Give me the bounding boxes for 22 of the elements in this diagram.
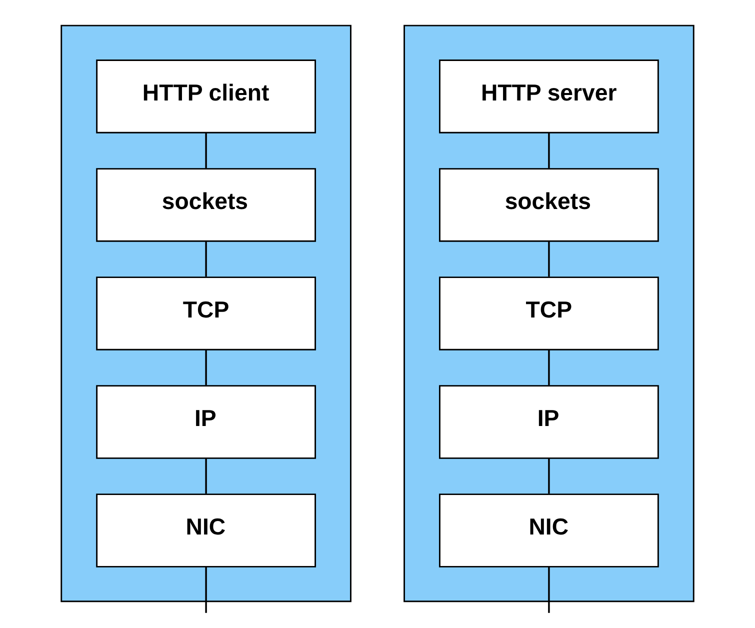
node-box: IP <box>96 385 316 459</box>
node-box: IP <box>439 385 659 459</box>
node-box: HTTP client <box>96 60 316 134</box>
node-box: HTTP server <box>439 60 659 134</box>
connector <box>548 350 550 386</box>
node-box: sockets <box>96 168 316 242</box>
cluster <box>404 24 694 602</box>
connector <box>205 242 207 277</box>
node-box: sockets <box>439 168 659 242</box>
connector <box>205 458 207 494</box>
connector <box>548 566 550 613</box>
connector <box>548 133 550 168</box>
connector <box>548 242 550 277</box>
node-box: TCP <box>439 276 659 350</box>
connector <box>548 458 550 494</box>
connector <box>205 350 207 386</box>
node-box: NIC <box>96 494 316 568</box>
node-box: TCP <box>96 276 316 350</box>
connector <box>205 133 207 168</box>
connector <box>205 566 207 613</box>
cluster <box>60 24 352 602</box>
node-box: NIC <box>439 494 659 568</box>
